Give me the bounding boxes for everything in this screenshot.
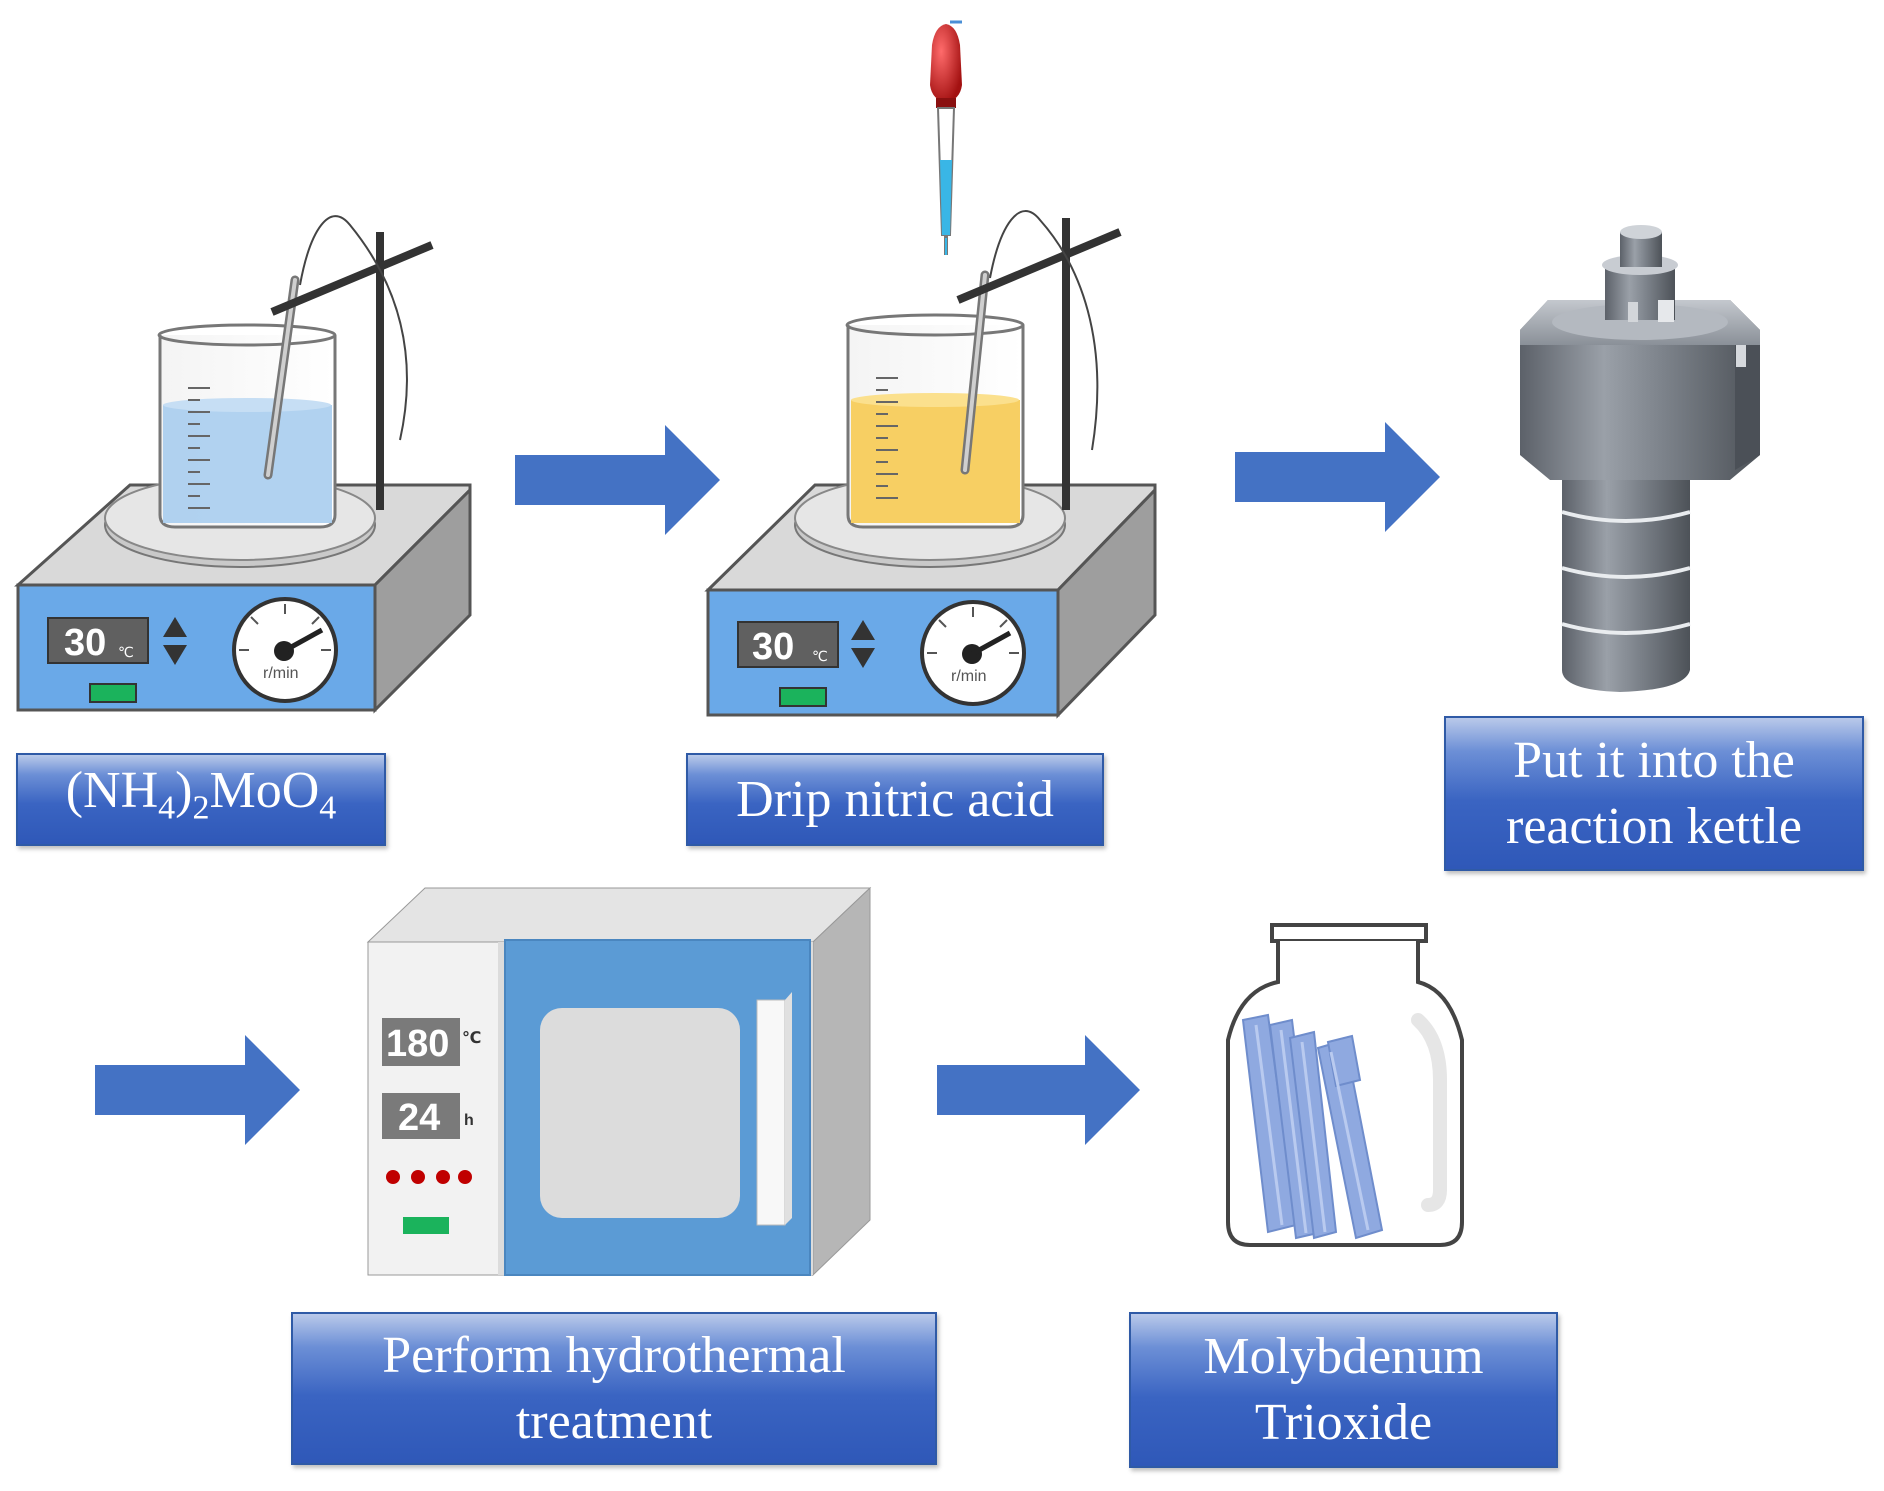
- formula-text: (NH4)2MoO4: [65, 761, 337, 827]
- step-label-reaction-kettle: Put it into the reaction kettle: [1444, 716, 1864, 871]
- step-label-line: Molybdenum: [1203, 1328, 1484, 1385]
- sample-jar-icon: [1226, 923, 1464, 1247]
- step-label-drip-nitric-acid: Drip nitric acid: [686, 753, 1104, 846]
- drying-oven-icon: 180 ℃ 24 h: [366, 886, 872, 1277]
- step-label-line: treatment: [515, 1392, 713, 1450]
- stirrer1-temp-unit: ℃: [118, 644, 134, 660]
- step-label-line: Put it into the: [1513, 731, 1795, 789]
- oven-time-unit: h: [464, 1112, 474, 1129]
- oven-time-value: 24: [398, 1097, 440, 1139]
- step-label-line: reaction kettle: [1506, 797, 1802, 855]
- step-label-ammonium-molybdate: (NH4)2MoO4: [16, 753, 386, 846]
- step-label-hydrothermal: Perform hydrothermal treatment: [291, 1312, 937, 1465]
- dropper-icon: [930, 20, 962, 255]
- step-label-line: Trioxide: [1254, 1394, 1433, 1451]
- arrow-icon: [937, 1035, 1140, 1145]
- step-label-line: Perform hydrothermal: [382, 1326, 846, 1384]
- stirrer2-temp-value: 30: [752, 626, 794, 668]
- step-label-molybdenum-trioxide: Molybdenum Trioxide: [1129, 1312, 1558, 1468]
- magnetic-stirrer-2: 30 ℃ r/min: [704, 210, 1157, 719]
- oven-temp-value: 180: [386, 1023, 449, 1065]
- magnetic-stirrer-1: 30 ℃ r/min: [14, 215, 472, 714]
- oven-temp-unit: ℃: [462, 1030, 481, 1047]
- arrow-icon: [95, 1035, 300, 1145]
- stirrer2-rpm-label: r/min: [951, 668, 987, 685]
- stirrer1-temp-value: 30: [64, 622, 106, 664]
- arrow-icon: [1235, 422, 1440, 532]
- stirrer2-temp-unit: ℃: [812, 648, 828, 664]
- arrow-icon: [515, 425, 720, 535]
- step-label-text: Drip nitric acid: [736, 770, 1054, 828]
- stirrer1-rpm-label: r/min: [263, 665, 299, 682]
- reaction-kettle-icon: [1520, 225, 1760, 692]
